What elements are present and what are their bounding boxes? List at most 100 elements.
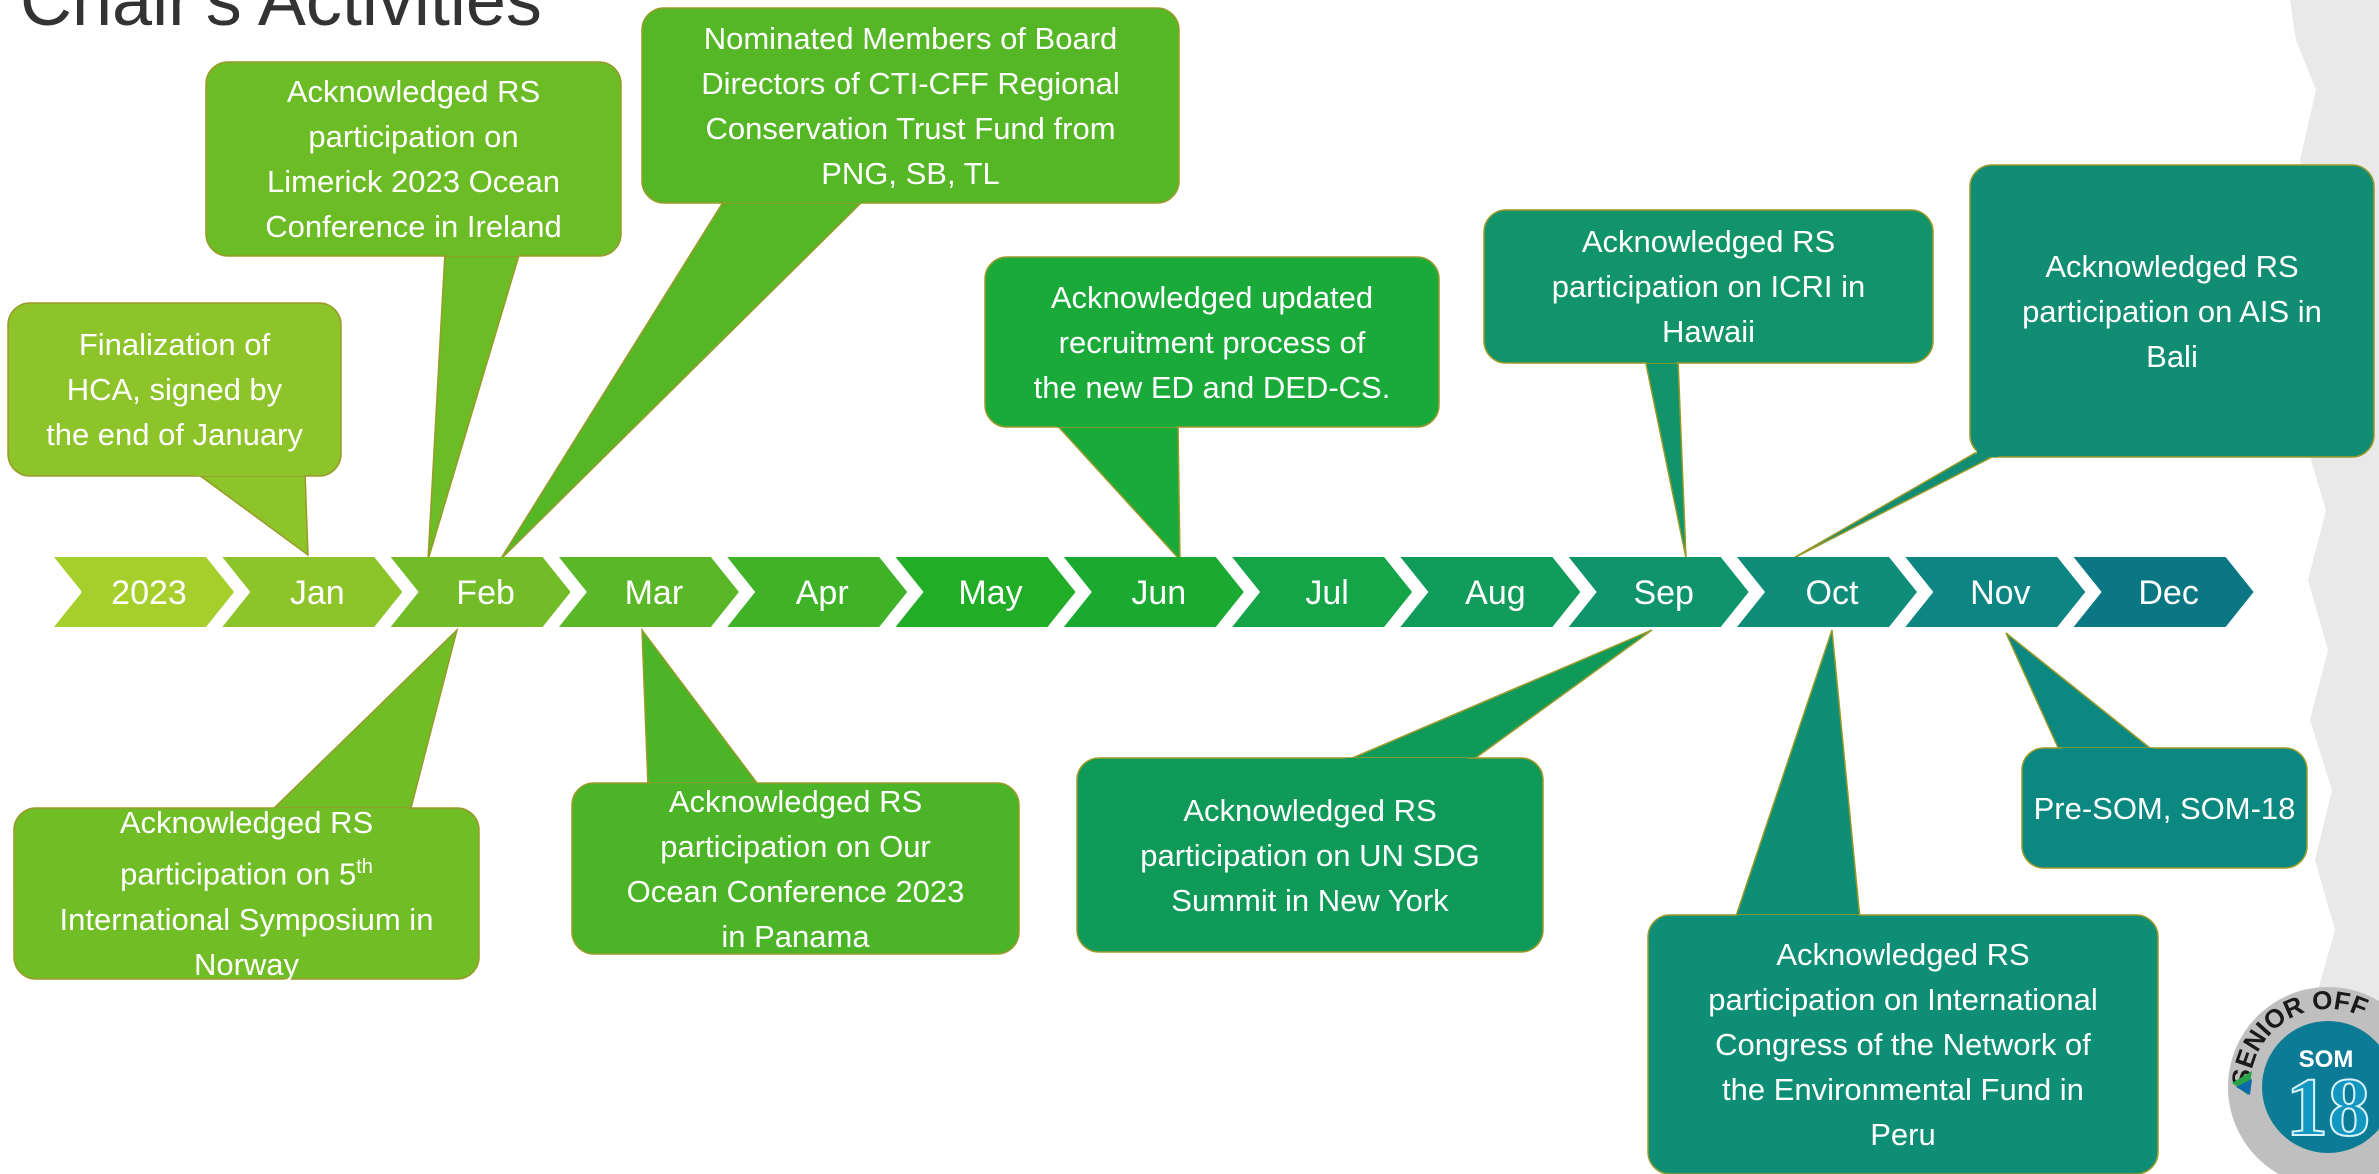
callout-line: Acknowledged RS bbox=[1776, 937, 2030, 972]
callout-un-sdg bbox=[1076, 629, 1653, 953]
callout-line: participation on International bbox=[1708, 982, 2098, 1017]
chevron-arrow bbox=[558, 557, 739, 627]
timeline-label: Apr bbox=[796, 574, 849, 612]
callout-box bbox=[13, 807, 480, 980]
callout-text-peru: Acknowledged RS participation on Internat… bbox=[1648, 915, 2158, 1174]
callout-ais bbox=[1789, 164, 2375, 561]
callout-box bbox=[1483, 209, 1934, 364]
callout-line: HCA, signed by bbox=[66, 372, 283, 407]
callout-line: Bali bbox=[2146, 338, 2198, 374]
callout-hca bbox=[7, 302, 342, 557]
callout-text-icri: Acknowledged RS participation on ICRI in H… bbox=[1484, 210, 1933, 363]
chevron-arrow bbox=[222, 557, 403, 627]
callout-line: Finalization of bbox=[78, 327, 271, 362]
callout-line: Acknowledged RS bbox=[1581, 224, 1836, 259]
callout-peru bbox=[1647, 629, 2159, 1174]
timeline-label: May bbox=[958, 574, 1022, 612]
callout-line: the Environmental Fund in bbox=[1722, 1072, 2084, 1107]
callout-line: Peru bbox=[1870, 1117, 1936, 1152]
timeline-step-jan: Jan bbox=[222, 557, 403, 627]
callout-icri bbox=[1483, 209, 1934, 559]
timeline-step-apr: Apr bbox=[727, 557, 908, 627]
callout-panama bbox=[571, 627, 1020, 955]
callout-box bbox=[1647, 914, 2159, 1174]
callout-pointer bbox=[1733, 629, 1861, 920]
callout-line: Acknowledged RS bbox=[2045, 248, 2299, 284]
chevron-arrow bbox=[54, 557, 234, 627]
callout-line: Ocean Conference 2023 bbox=[626, 873, 965, 909]
callout-line: Acknowledged RS bbox=[286, 74, 541, 109]
callout-line: Nominated Members of Board bbox=[703, 20, 1118, 56]
callout-pointer bbox=[1644, 358, 1687, 559]
timeline-step-oct: Oct bbox=[1737, 557, 1917, 627]
timeline-label: Dec bbox=[2138, 574, 2198, 612]
callout-pointer bbox=[427, 251, 522, 561]
callout-pointer bbox=[641, 627, 762, 788]
callout-line: Limerick 2023 Ocean bbox=[267, 164, 560, 199]
callout-line: Acknowledged RS bbox=[119, 805, 374, 841]
timeline-label: Jun bbox=[1131, 574, 1186, 612]
chevron-arrow bbox=[727, 557, 908, 627]
page-title: Chair's Activities bbox=[20, 0, 542, 41]
timeline-step-mar: Mar bbox=[558, 557, 739, 627]
callout-box bbox=[984, 256, 1440, 428]
timeline-label: 2023 bbox=[111, 574, 187, 612]
timeline-step-aug: Aug bbox=[1400, 557, 1581, 627]
chevron-arrow bbox=[895, 557, 1076, 627]
callout-text-recruitment: Acknowledged updated recruitment process … bbox=[985, 257, 1439, 427]
callout-recruitment bbox=[984, 256, 1440, 562]
callout-line: Acknowledged updated bbox=[1050, 279, 1374, 315]
badge-label: SOM bbox=[2299, 1046, 2354, 1073]
callout-line: Hawaii bbox=[1661, 314, 1755, 349]
callout-line: Conference in Ireland bbox=[265, 209, 562, 244]
timeline-label: Oct bbox=[1806, 574, 1859, 612]
callout-line: Norway bbox=[193, 946, 300, 982]
timeline-step-jul: Jul bbox=[1232, 557, 1413, 627]
callout-box bbox=[205, 61, 622, 257]
timeline-label: Jul bbox=[1305, 574, 1348, 612]
callout-line: PNG, SB, TL bbox=[821, 155, 1000, 191]
callout-line: Summit in New York bbox=[1171, 882, 1449, 918]
callout-limerick bbox=[205, 61, 622, 561]
callout-line: Conservation Trust Fund from bbox=[705, 110, 1116, 146]
callout-box bbox=[1969, 164, 2375, 458]
callout-box bbox=[2021, 747, 2308, 869]
timeline-label: Feb bbox=[456, 574, 515, 612]
callout-line: Directors of CTI-CFF Regional bbox=[701, 65, 1120, 101]
chevron-arrow bbox=[1232, 557, 1413, 627]
chevron-arrow bbox=[1063, 557, 1244, 627]
callout-line: participation on 5th bbox=[120, 856, 373, 892]
callout-line: Pre-SOM, SOM-18 bbox=[2033, 790, 2296, 826]
callout-line: Congress of the Network of bbox=[1715, 1027, 2091, 1062]
timeline-step-may: May bbox=[895, 557, 1076, 627]
timeline-label: Nov bbox=[1970, 574, 2030, 612]
timeline-label: Mar bbox=[625, 574, 684, 612]
som-18-badge-icon: SENIOR OFF SOM 18 bbox=[2226, 985, 2379, 1174]
callout-line: the new ED and DED-CS. bbox=[1033, 369, 1391, 405]
callout-box bbox=[1076, 757, 1544, 953]
callout-pointer bbox=[1789, 452, 2001, 561]
timeline-step-jun: Jun bbox=[1063, 557, 1244, 627]
callout-line: Acknowledged RS bbox=[668, 783, 923, 819]
callout-pointer bbox=[1342, 629, 1653, 763]
callout-line: recruitment process of bbox=[1058, 324, 1366, 360]
callout-text-som: Pre-SOM, SOM-18 bbox=[2022, 748, 2307, 868]
callout-box bbox=[641, 7, 1180, 204]
chevron-arrow bbox=[2073, 557, 2254, 627]
callout-line: in Panama bbox=[721, 918, 870, 954]
callout-line: Acknowledged RS bbox=[1183, 792, 1437, 828]
callout-pointer bbox=[192, 471, 309, 557]
badge-number: 18 bbox=[2286, 1061, 2370, 1154]
chevron-arrow bbox=[1737, 557, 1917, 627]
callout-line: participation on ICRI in bbox=[1551, 269, 1866, 304]
callout-text-un-sdg: Acknowledged RS participation on UN SDG Su… bbox=[1077, 758, 1543, 952]
timeline-step-dec: Dec bbox=[2073, 557, 2254, 627]
callout-som bbox=[2005, 632, 2308, 869]
callout-line: participation on UN SDG bbox=[1140, 837, 1480, 873]
